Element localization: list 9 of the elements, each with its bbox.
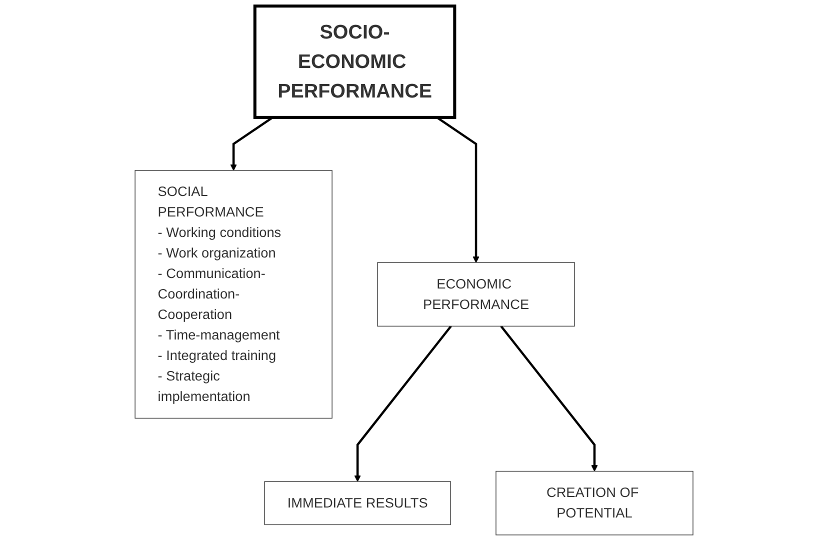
- node-box: ECONOMIC PERFORMANCE: [377, 262, 575, 327]
- node-box: SOCIAL PERFORMANCE - Working conditions - Work organization - Communication- Coordination-Cooperation - Time-management - Integrated training - Strategic implementation: [134, 170, 332, 419]
- arrow: [500, 325, 598, 472]
- node-box: IMMEDIATE RESULTS: [264, 481, 451, 526]
- node-box: SOCIO-ECONOMIC PERFORMANCE: [253, 4, 456, 119]
- arrow: [436, 116, 480, 263]
- node-box: CREATION OF POTENTIAL: [496, 470, 694, 536]
- arrow: [230, 116, 274, 171]
- arrow: [354, 325, 452, 482]
